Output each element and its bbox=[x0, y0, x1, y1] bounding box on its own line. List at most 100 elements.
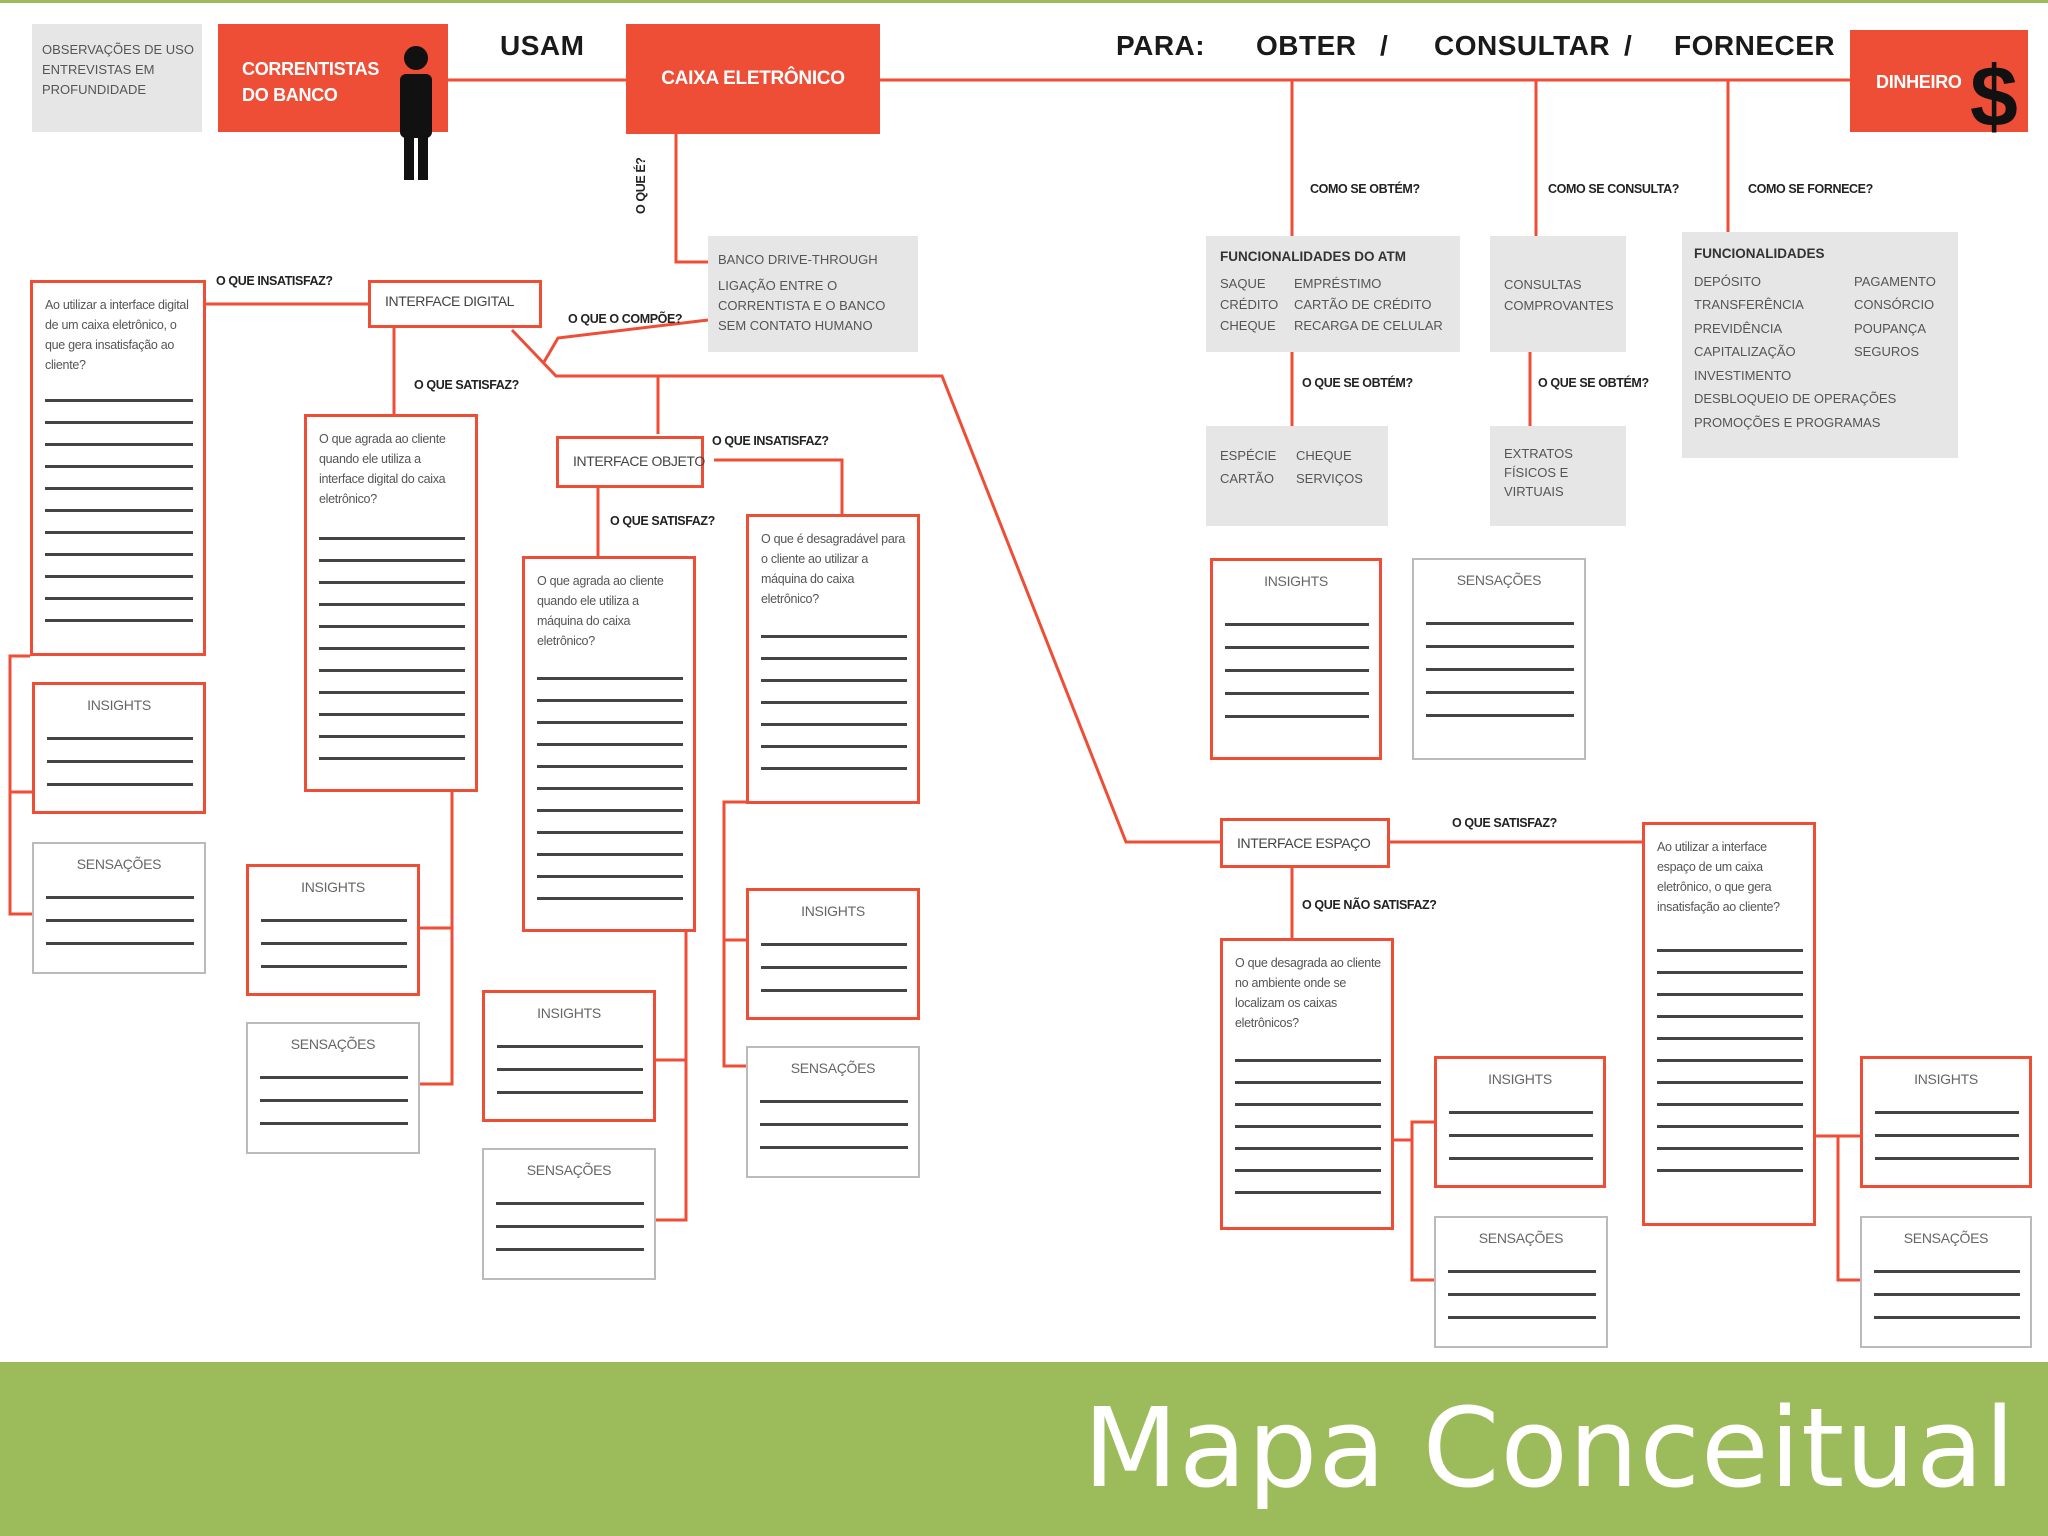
sensations-label: SENSAÇÕES bbox=[790, 1060, 876, 1076]
provide-function: PREVIDÊNCIA bbox=[1694, 320, 1783, 336]
question-text: O que agrada ao cliente quando ele utili… bbox=[537, 574, 664, 648]
node-interface-digital-label: INTERFACE DIGITAL bbox=[385, 293, 515, 309]
provide-functions-title: FUNCIONALIDADES bbox=[1694, 246, 1825, 261]
edge-how-obtain: COMO SE OBTÉM? bbox=[1310, 182, 1420, 196]
observation-note-line-2: ENTREVISTAS EM bbox=[42, 62, 155, 77]
actor-label-line-2: DO BANCO bbox=[242, 85, 338, 105]
observation-note-line-3: PROFUNDIDADE bbox=[42, 82, 147, 97]
answer-lines bbox=[1449, 1111, 1593, 1160]
node-interface-space: INTERFACE ESPAÇO bbox=[1220, 818, 1390, 868]
definition-line-2: LIGAÇÃO ENTRE O bbox=[718, 278, 838, 293]
atm-function: CRÉDITO bbox=[1220, 297, 1279, 312]
sensations-label: SENSAÇÕES bbox=[526, 1162, 612, 1178]
purpose-consult: CONSULTAR bbox=[1434, 30, 1611, 61]
sensations-label: SENSAÇÕES bbox=[76, 856, 162, 872]
atm-function: EMPRÉSTIMO bbox=[1294, 276, 1382, 291]
answer-lines bbox=[1235, 1059, 1381, 1194]
sensations-box: SENSAÇÕES bbox=[1412, 558, 1586, 760]
edge-what-obtains-1: O QUE SE OBTÉM? bbox=[1302, 376, 1413, 390]
answer-lines bbox=[496, 1202, 644, 1251]
edge-digital-satisfies: O QUE SATISFAZ? bbox=[414, 378, 519, 392]
question-space-satisfy: Ao utilizar a interface espaço de um cai… bbox=[1642, 822, 1816, 1226]
dollar-sign-icon: $ bbox=[1970, 49, 2018, 145]
obtain-box: ESPÉCIE CARTÃO CHEQUE SERVIÇOS bbox=[1206, 426, 1388, 526]
question-space-not-satisfy: O que desagrada ao cliente no ambiente o… bbox=[1220, 938, 1394, 1230]
edge-digital-dissatisfies: O QUE INSATISFAZ? bbox=[216, 274, 333, 288]
atm-functions-title: FUNCIONALIDADES DO ATM bbox=[1220, 249, 1406, 264]
obtain-item: SERVIÇOS bbox=[1296, 471, 1363, 486]
connector-digital-object-space bbox=[510, 328, 1220, 844]
provide-function: PROMOÇÕES E PROGRAMAS bbox=[1694, 414, 1881, 430]
node-interface-digital: INTERFACE DIGITAL bbox=[368, 280, 542, 328]
answer-lines bbox=[1426, 622, 1574, 717]
statements-line: EXTRATOS bbox=[1504, 446, 1573, 461]
answer-lines bbox=[45, 399, 193, 622]
insights-label: INSIGHTS bbox=[1488, 1071, 1552, 1087]
consult-item: COMPROVANTES bbox=[1504, 298, 1614, 313]
insights-box: INSIGHTS bbox=[1434, 1056, 1606, 1188]
answer-lines bbox=[761, 943, 907, 992]
sensations-label: SENSAÇÕES bbox=[1478, 1230, 1564, 1246]
definition-line-3: CORRENTISTA E O BANCO bbox=[718, 298, 886, 313]
node-interface-object: INTERFACE OBJETO bbox=[556, 436, 705, 488]
purpose-separator-1: / bbox=[1380, 30, 1389, 61]
system-label: CAIXA ELETRÔNICO bbox=[661, 68, 845, 89]
purpose-provide: FORNECER bbox=[1674, 30, 1836, 61]
atm-functions-box: FUNCIONALIDADES DO ATM SAQUE CRÉDITO CHE… bbox=[1206, 236, 1460, 352]
provide-function: POUPANÇA bbox=[1854, 320, 1926, 336]
answer-lines bbox=[46, 896, 194, 945]
provide-function: CAPITALIZAÇÃO bbox=[1694, 344, 1796, 359]
answer-lines bbox=[1225, 623, 1369, 718]
question-object-dissatisfy: O que é desagradável para o cliente ao u… bbox=[746, 514, 920, 804]
node-interface-space-label: INTERFACE ESPAÇO bbox=[1237, 835, 1371, 851]
sensations-label: SENSAÇÕES bbox=[1456, 572, 1542, 588]
verb-label: USAM bbox=[500, 30, 585, 61]
provide-function: INVESTIMENTO bbox=[1694, 367, 1792, 383]
edge-composed-of: O QUE O COMPÕE? bbox=[568, 312, 683, 326]
insights-box: INSIGHTS bbox=[32, 682, 206, 814]
purpose-label: PARA: bbox=[1116, 30, 1206, 61]
insights-label: INSIGHTS bbox=[87, 697, 151, 713]
slide-title: Mapa Conceitual bbox=[1083, 1384, 2016, 1512]
atm-function: CHEQUE bbox=[1220, 318, 1276, 333]
purpose-separator-2: / bbox=[1624, 30, 1633, 61]
edge-space-satisfies: O QUE SATISFAZ? bbox=[1452, 816, 1557, 830]
bracket-digital-satisfy bbox=[418, 792, 454, 1086]
connector-what-is bbox=[674, 130, 708, 264]
sensations-box: SENSAÇÕES bbox=[1860, 1216, 2032, 1348]
sensations-box: SENSAÇÕES bbox=[746, 1046, 920, 1178]
consult-box: CONSULTAS COMPROVANTES bbox=[1490, 236, 1626, 352]
atm-function: RECARGA DE CELULAR bbox=[1294, 318, 1443, 333]
question-text: Ao utilizar a interface espaço de um cai… bbox=[1657, 840, 1780, 914]
obtain-item: CHEQUE bbox=[1296, 448, 1352, 463]
provide-function: CONSÓRCIO bbox=[1854, 297, 1935, 312]
insights-box: INSIGHTS bbox=[1860, 1056, 2032, 1188]
provide-function: DEPÓSITO bbox=[1694, 273, 1761, 289]
connector-composed bbox=[542, 318, 709, 363]
edge-what-obtains-2: O QUE SE OBTÉM? bbox=[1538, 376, 1649, 390]
answer-lines bbox=[1448, 1270, 1596, 1319]
sensations-box: SENSAÇÕES bbox=[1434, 1216, 1608, 1348]
answer-lines bbox=[261, 919, 407, 968]
obtain-item: ESPÉCIE bbox=[1220, 448, 1277, 463]
definition-line-1: BANCO DRIVE-THROUGH bbox=[718, 252, 878, 267]
insights-box: INSIGHTS bbox=[482, 990, 656, 1122]
answer-lines bbox=[497, 1045, 643, 1094]
sensations-box: SENSAÇÕES bbox=[32, 842, 206, 974]
insights-label: INSIGHTS bbox=[1914, 1071, 1978, 1087]
insights-box: INSIGHTS bbox=[1210, 558, 1382, 760]
answer-lines bbox=[260, 1076, 408, 1125]
observation-note-line-1: OBSERVAÇÕES DE USO bbox=[42, 42, 194, 57]
answer-lines bbox=[1875, 1111, 2019, 1160]
person-icon bbox=[400, 46, 432, 180]
bracket-object-satisfy bbox=[654, 926, 688, 1222]
question-text: Ao utilizar a interface digital de um ca… bbox=[45, 298, 189, 372]
answer-lines bbox=[319, 537, 465, 760]
insights-label: INSIGHTS bbox=[301, 879, 365, 895]
actor-label-line-1: CORRENTISTAS bbox=[242, 59, 380, 79]
bracket-space-right bbox=[1816, 1134, 1860, 1282]
answer-lines bbox=[761, 635, 907, 770]
provide-function: PAGAMENTO bbox=[1854, 273, 1936, 289]
edge-what-is: O QUE É? bbox=[634, 157, 648, 214]
